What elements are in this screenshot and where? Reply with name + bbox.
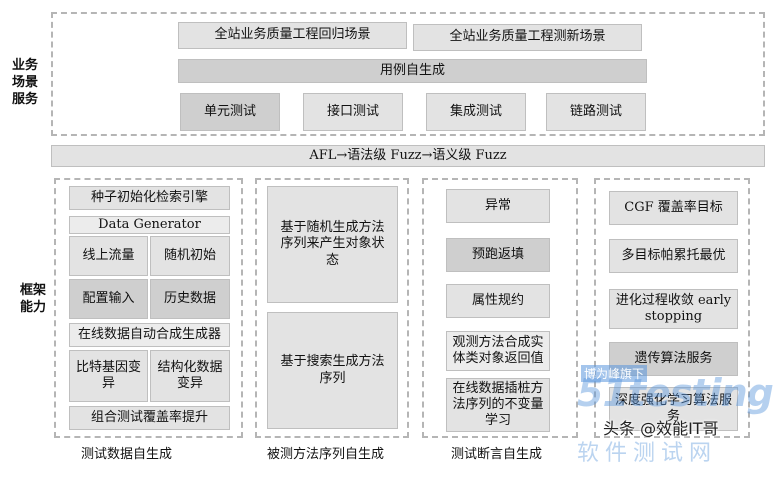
bit-gene-mutation-box: 比特基因变异 bbox=[69, 350, 148, 402]
structured-data-mutation-box: 结构化数据变异 bbox=[150, 350, 230, 402]
assertion-generation-region bbox=[422, 178, 578, 438]
pareto-optimal-box: 多目标帕累托最优 bbox=[609, 239, 738, 273]
combinatorial-coverage-box: 组合测试覆盖率提升 bbox=[69, 406, 230, 430]
test-data-generation-region bbox=[54, 178, 243, 438]
new-test-scenario-box: 全站业务质量工程测新场景 bbox=[413, 24, 642, 51]
seed-init-engine-box: 种子初始化检索引擎 bbox=[69, 186, 230, 210]
exception-box: 异常 bbox=[446, 189, 550, 223]
method-sequence-caption: 被测方法序列自生成 bbox=[264, 443, 388, 462]
deep-rl-service-box: 深度强化学习算法服务 bbox=[609, 387, 738, 431]
business-scenario-label: 业务场景服务 bbox=[11, 58, 38, 107]
api-test-box: 接口测试 bbox=[303, 93, 403, 131]
algorithm-services-region bbox=[594, 178, 750, 438]
method-sequence-region bbox=[255, 178, 409, 438]
framework-capability-label: 框架能力 bbox=[19, 283, 46, 315]
cgf-coverage-box: CGF 覆盖率目标 bbox=[609, 191, 738, 225]
fuzz-pipeline-bar: AFL→语法级 Fuzz→语义级 Fuzz bbox=[51, 145, 765, 167]
invariant-learning-box: 在线数据插桩方法序列的不变量学习 bbox=[446, 378, 550, 432]
data-generator-box: Data Generator bbox=[69, 216, 230, 234]
random-method-sequence-box: 基于随机生成方法序列来产生对象状态 bbox=[267, 186, 398, 303]
config-input-box: 配置输入 bbox=[69, 279, 148, 319]
test-data-generation-caption: 测试数据自生成 bbox=[78, 443, 176, 462]
watermark-badge: 博为峰旗下 bbox=[581, 365, 648, 382]
regression-scenario-box: 全站业务质量工程回归场景 bbox=[178, 22, 407, 49]
watermark: 51testing 博为峰旗下 头条 @效能IT哥 软件测试网 bbox=[577, 365, 774, 471]
online-traffic-box: 线上流量 bbox=[69, 236, 148, 276]
history-data-box: 历史数据 bbox=[150, 279, 230, 319]
search-method-sequence-box: 基于搜索生成方法序列 bbox=[267, 312, 398, 429]
online-data-synth-box: 在线数据自动合成生成器 bbox=[69, 323, 230, 347]
link-test-box: 链路测试 bbox=[546, 93, 646, 131]
unit-test-box: 单元测试 bbox=[180, 93, 280, 131]
business-scenario-region bbox=[51, 12, 765, 136]
synth-entity-return-box: 观测方法合成实体类对象返回值 bbox=[446, 331, 550, 371]
genetic-algorithm-box: 遗传算法服务 bbox=[609, 342, 738, 376]
early-stopping-box: 进化过程收敛 early stopping bbox=[609, 289, 738, 329]
assertion-generation-caption: 测试断言自生成 bbox=[448, 443, 546, 462]
integration-test-box: 集成测试 bbox=[426, 93, 526, 131]
watermark-subtitle: 软件测试网 bbox=[577, 441, 718, 466]
random-init-box: 随机初始 bbox=[150, 236, 230, 276]
auto-case-generation-box: 用例自生成 bbox=[178, 59, 647, 83]
property-spec-box: 属性规约 bbox=[446, 284, 550, 318]
watermark-credit: 头条 @效能IT哥 bbox=[603, 419, 719, 438]
pre-run-backfill-box: 预跑返填 bbox=[446, 238, 550, 272]
